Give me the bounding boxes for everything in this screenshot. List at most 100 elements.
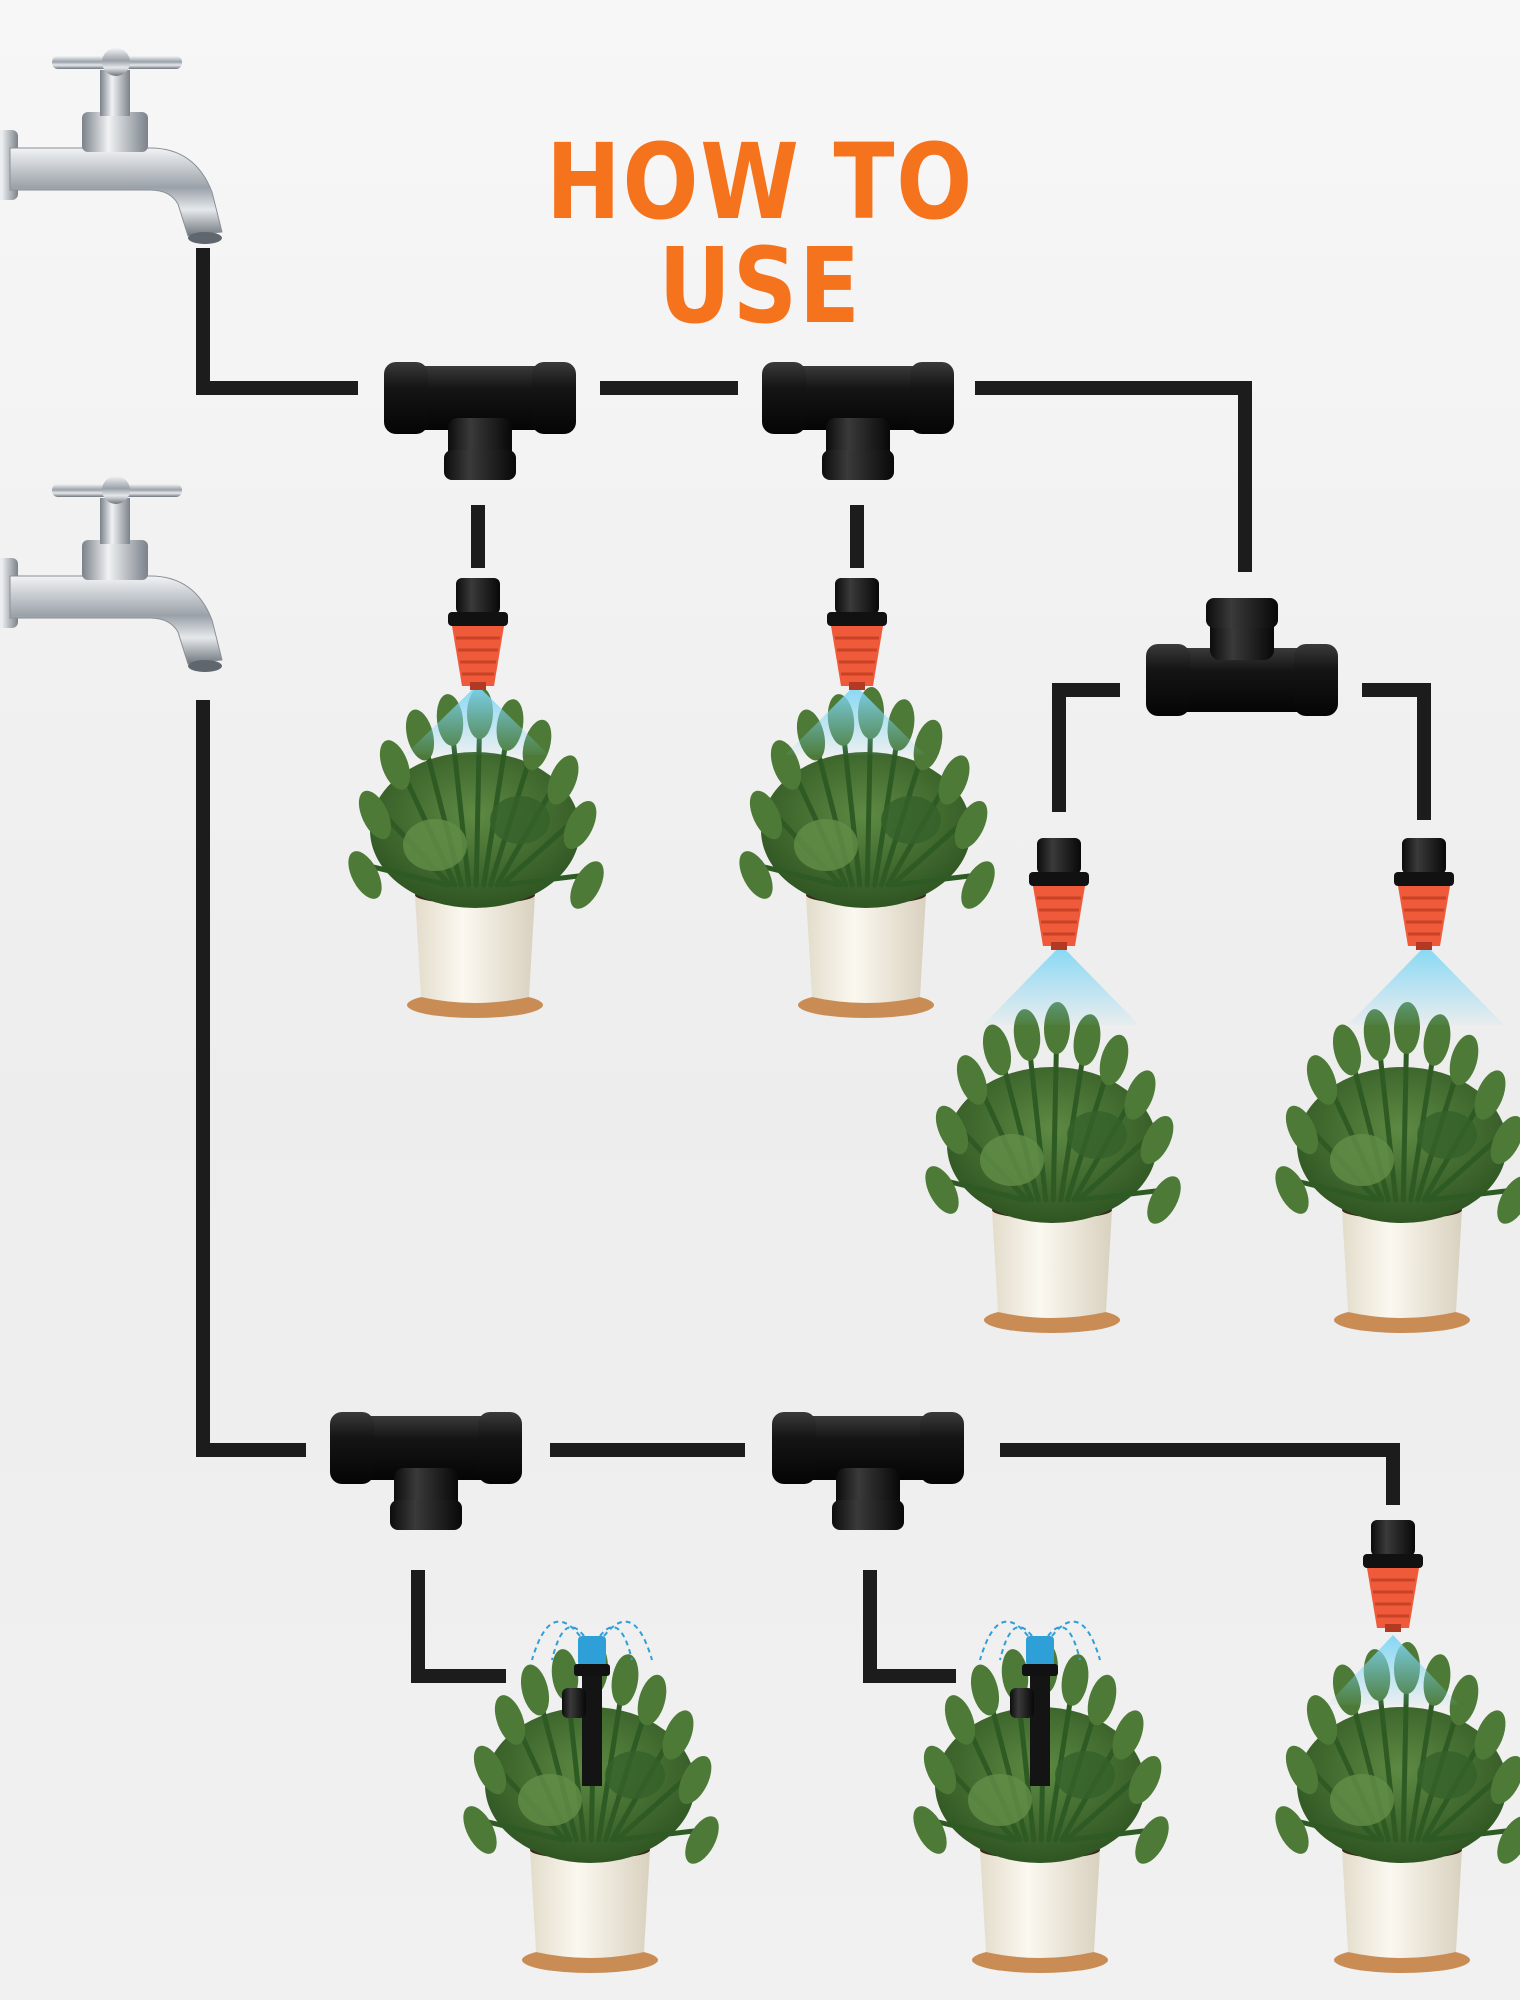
foliage-shade xyxy=(1417,1751,1477,1799)
tee-body xyxy=(766,366,950,430)
water-arc xyxy=(531,1620,581,1661)
nozzle-tip xyxy=(470,682,486,690)
leaf-cluster xyxy=(739,851,773,899)
leaf-cluster xyxy=(563,800,597,850)
plant-stem xyxy=(927,1817,1015,1843)
hose-segment xyxy=(1362,683,1431,820)
spray-cones xyxy=(405,685,1504,1705)
tee-connector-icon xyxy=(330,1412,522,1530)
tee-body xyxy=(388,366,572,430)
leaf-cluster xyxy=(348,851,382,899)
faucet-stem xyxy=(100,498,130,544)
leaf-cluster xyxy=(1135,1816,1169,1864)
plant-stem xyxy=(1427,1187,1517,1203)
leaf-cluster xyxy=(1140,1115,1174,1165)
leaf-cluster xyxy=(1073,1014,1101,1066)
nozzle-collar xyxy=(456,578,500,614)
leaf-cluster xyxy=(1099,1034,1129,1086)
leaf-cluster xyxy=(961,861,995,909)
pot xyxy=(530,1850,650,1958)
tee-port-bottom xyxy=(832,1500,904,1530)
hose-segment xyxy=(411,1570,506,1683)
nozzle-head xyxy=(1398,886,1450,946)
leaf-cluster xyxy=(1423,1014,1451,1066)
water-arc xyxy=(1051,1620,1101,1661)
nozzle-nut xyxy=(1363,1554,1423,1568)
foliage-highlight xyxy=(980,1134,1044,1186)
leaf-cluster xyxy=(1449,1034,1479,1086)
faucet-stem xyxy=(100,70,130,116)
plant-stem xyxy=(1289,1817,1377,1843)
leaf-cluster xyxy=(520,1664,550,1716)
hose-segment xyxy=(196,248,358,395)
pot xyxy=(806,895,926,1003)
tee-port-bottom xyxy=(822,450,894,480)
tee-connector-icon xyxy=(762,362,954,480)
sprinkler-stake xyxy=(1030,1676,1050,1786)
nozzle-head xyxy=(831,626,883,686)
leaf-cluster xyxy=(678,1755,712,1805)
plant-stem xyxy=(362,862,450,888)
leaf-cluster xyxy=(1147,1176,1181,1224)
water-arc xyxy=(551,1626,585,1661)
leaf-cluster xyxy=(662,1710,694,1760)
leaf-cluster xyxy=(637,1674,667,1726)
leaf-cluster xyxy=(1497,1176,1520,1224)
spray-nozzle-icon xyxy=(448,578,508,690)
spray-nozzle-icon xyxy=(827,578,887,690)
sprinkler-stake xyxy=(582,1676,602,1786)
pot xyxy=(415,895,535,1003)
tee-port-right xyxy=(1294,644,1338,716)
plant-stem xyxy=(753,862,841,888)
foliage-highlight xyxy=(403,819,467,871)
leaf-cluster xyxy=(463,1806,497,1854)
sprinkler-cap xyxy=(578,1636,606,1666)
leaf-cluster xyxy=(913,1806,947,1854)
faucet-spout xyxy=(9,575,223,665)
tee-port-right xyxy=(478,1412,522,1484)
hose-segment xyxy=(975,381,1252,572)
tee-connector-icon xyxy=(772,1412,964,1530)
leaf-cluster xyxy=(1490,1755,1520,1805)
nozzle-collar xyxy=(835,578,879,614)
faucet-icon xyxy=(0,476,223,672)
faucet-body xyxy=(82,112,148,152)
potted-plant-icon xyxy=(1275,1002,1520,1333)
spray-cone xyxy=(785,685,925,755)
nozzle-collar xyxy=(1037,838,1081,874)
leaf-cluster xyxy=(1087,1674,1117,1726)
plant-stem xyxy=(1065,1827,1155,1843)
leaf-cluster xyxy=(1306,1055,1338,1105)
tee-body xyxy=(776,1416,960,1480)
tee-port-top xyxy=(1206,598,1278,628)
leaf-cluster xyxy=(938,755,970,805)
tee-port-left xyxy=(762,362,806,434)
leaf-cluster xyxy=(923,1745,957,1795)
spray-nozzle-icon xyxy=(1363,1520,1423,1632)
leaf-cluster xyxy=(551,1649,579,1701)
tee-port-bottom xyxy=(390,1500,462,1530)
foliage-shade xyxy=(1417,1111,1477,1159)
pot xyxy=(992,1210,1112,1318)
water-arc xyxy=(979,1620,1029,1661)
faucet-icon xyxy=(0,48,223,244)
hose-segment xyxy=(196,700,306,1457)
faucet-handle-cap xyxy=(102,476,130,504)
leaf-cluster xyxy=(570,861,604,909)
plant-stem xyxy=(891,872,981,888)
leaf-cluster xyxy=(1285,1105,1319,1155)
nozzles xyxy=(448,578,1454,1786)
plants xyxy=(348,687,1520,1973)
plant-stem xyxy=(615,1827,705,1843)
leaf-cluster xyxy=(944,1695,976,1745)
tee-port-right xyxy=(920,1412,964,1484)
faucet-spout xyxy=(9,147,223,237)
leaf-cluster xyxy=(935,1105,969,1155)
leaf-cluster xyxy=(1490,1115,1520,1165)
nozzle-nut xyxy=(1394,872,1454,886)
nozzle-tip xyxy=(1385,1624,1401,1632)
leaf-cluster xyxy=(1061,1654,1089,1706)
foliage-highlight xyxy=(968,1774,1032,1826)
nozzle-tip xyxy=(1416,942,1432,950)
